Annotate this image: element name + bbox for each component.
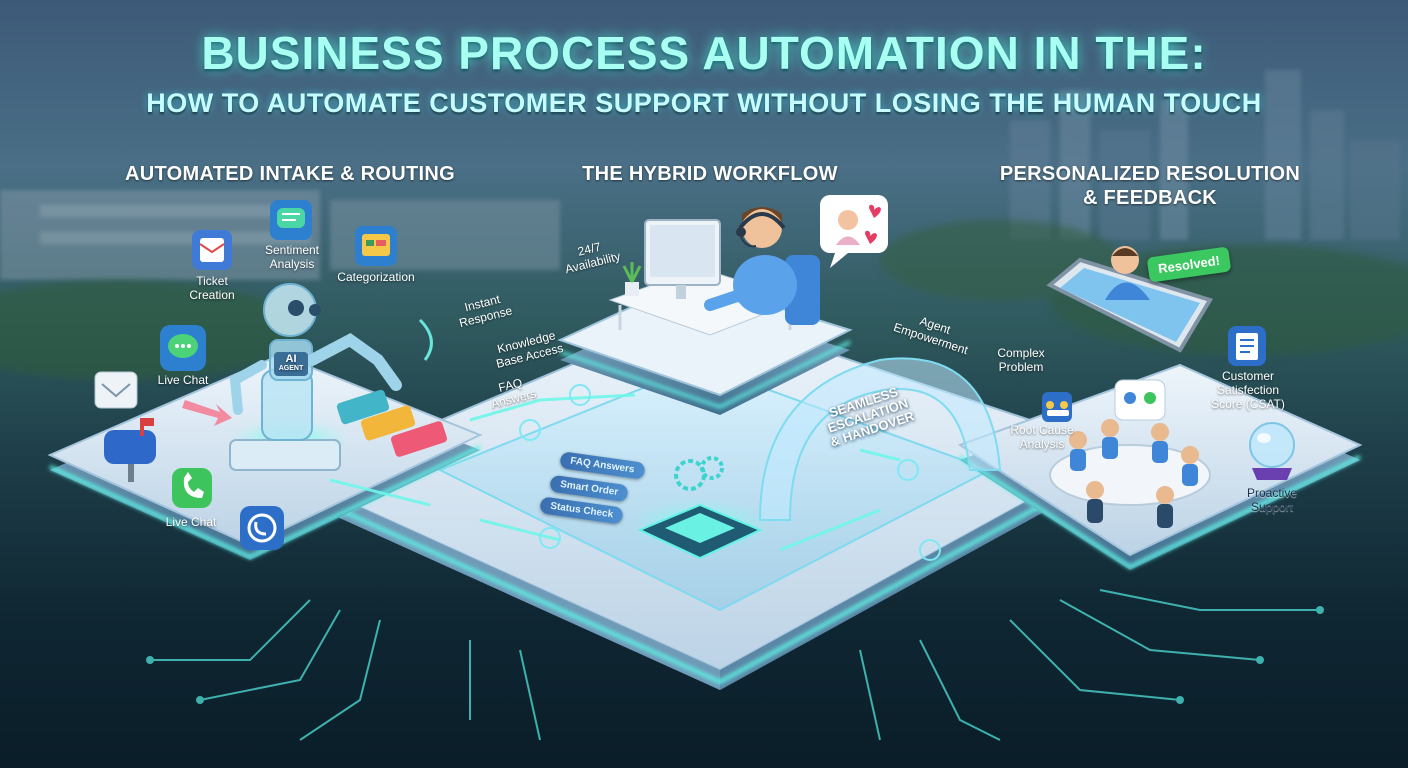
heart-chat-icon: [820, 195, 888, 268]
ticket-creation-label: Ticket Creation: [180, 274, 244, 302]
proactive-support-label: Proactive Support: [1236, 486, 1308, 514]
sentiment-analysis-label: Sentiment Analysis: [252, 243, 332, 271]
flow-arrows: [329, 318, 901, 552]
csat-label-line1: Customer: [1221, 369, 1274, 383]
section-resolution-heading-line1: PERSONALIZED RESOLUTION: [999, 163, 1301, 185]
intake-arrow: [182, 400, 232, 426]
categorization-label: Categorization: [337, 270, 415, 284]
city-background: [0, 70, 1400, 280]
root-cause-label: Root Cause Analysis: [1002, 423, 1082, 451]
cpu-chip-icon: [630, 456, 770, 560]
proactive-support-label-line1: Proactive: [1246, 486, 1298, 500]
mailbox-icon: [104, 418, 156, 482]
crystal-ball-icon: [1249, 422, 1295, 480]
page-title: BUSINESS PROCESS AUTOMATION IN THE:: [201, 27, 1207, 79]
csat-label-line3: Score (CSAT): [1211, 397, 1285, 411]
csat-label: Customer Satisfection Score (CSAT): [1206, 369, 1290, 411]
categorization-folder-icon: [355, 226, 397, 266]
clipboard-icon: [1228, 326, 1266, 366]
live-chat-bubble-icon: [160, 325, 206, 371]
complex-problem-label-line1: Complex: [997, 346, 1045, 360]
smartphone-icon: [1046, 246, 1214, 353]
robot-badge-line2: AGENT: [278, 365, 304, 372]
robot-icon: [229, 283, 402, 471]
sentiment-analysis-label-line2: Analysis: [269, 257, 315, 271]
root-cause-label-line1: Root Cause: [1010, 423, 1074, 437]
live-chat-top-label: Live Chat: [157, 373, 209, 387]
routed-cards: [336, 389, 448, 457]
ticket-icon: [192, 230, 232, 270]
robot-badge-line1: AI: [285, 353, 297, 365]
ticket-creation-label-line2: Creation: [189, 288, 235, 302]
page-subtitle: HOW TO AUTOMATE CUSTOMER SUPPORT WITHOUT…: [146, 88, 1262, 118]
user-node-icons: [519, 384, 941, 561]
complex-problem-label-line2: Problem: [998, 360, 1044, 374]
root-cause-label-line2: Analysis: [1019, 437, 1065, 451]
csat-label-line2: Satisfection: [1216, 383, 1280, 397]
workstation: [608, 219, 802, 336]
circuit-traces: [146, 589, 1324, 741]
ticket-creation-label-line1: Ticket: [196, 274, 228, 288]
root-cause-icon: [1042, 392, 1072, 422]
section-hybrid-heading: THE HYBRID WORKFLOW: [582, 163, 838, 185]
robot-badge: AI AGENT: [274, 354, 308, 374]
mail-envelope-icon: [94, 371, 138, 409]
complex-problem-label: Complex Problem: [990, 346, 1052, 374]
team-table-icon: [1049, 379, 1211, 528]
section-intake-heading: AUTOMATED INTAKE & ROUTING: [124, 163, 455, 185]
proactive-support-label-line2: Support: [1250, 500, 1294, 514]
section-resolution-heading-line2: & FEEDBACK: [1082, 187, 1218, 209]
handover-arch: [758, 357, 1002, 521]
headset-call-icon: [240, 506, 284, 550]
sentiment-analysis-label-line1: Sentiment: [264, 243, 320, 257]
live-chat-bottom-label: Live Chat: [165, 515, 217, 529]
phone-icon: [172, 468, 212, 508]
agent-figure-icon: [704, 207, 820, 325]
sentiment-chat-icon: [270, 200, 312, 240]
